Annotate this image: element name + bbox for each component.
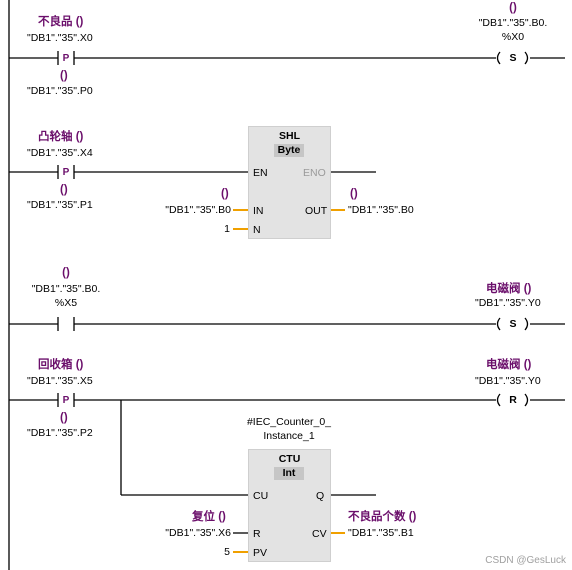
ctu-pin-cu: CU xyxy=(253,490,269,502)
n4-coil-symbol: 电磁阀 () xyxy=(486,359,532,371)
n1-coil-paren: () xyxy=(509,2,517,14)
n3-contact-operand-line2[interactable]: %X5 xyxy=(54,297,78,309)
n4-pv-value[interactable]: 5 xyxy=(224,546,230,558)
shl-pin-out: OUT xyxy=(305,205,328,217)
shl-pin-n: N xyxy=(253,224,261,236)
ctu-instance-line1[interactable]: #IEC_Counter_0_ xyxy=(246,416,332,428)
n4-coil-r-label[interactable]: R xyxy=(509,394,517,406)
n4-contact-p-label[interactable]: P xyxy=(62,395,70,406)
shl-type-badge[interactable]: Byte xyxy=(274,144,304,157)
n4-coil-operand[interactable]: "DB1"."35".Y0 xyxy=(475,375,541,387)
n2-out-operand[interactable]: "DB1"."35".B0 xyxy=(348,204,414,216)
n2-edge-operand[interactable]: "DB1"."35".P1 xyxy=(27,199,93,211)
shl-instruction-box[interactable]: SHL Byte EN ENO IN N OUT xyxy=(248,126,331,239)
n2-n-value[interactable]: 1 xyxy=(224,223,230,235)
ctu-pin-q: Q xyxy=(316,490,325,502)
n2-out-paren: () xyxy=(350,188,358,200)
n2-in-paren: () xyxy=(221,188,229,200)
shl-box-title: SHL xyxy=(279,130,300,142)
n1-edge-operand[interactable]: "DB1"."35".P0 xyxy=(27,85,93,97)
ctu-pin-pv: PV xyxy=(253,547,268,559)
n3-contact-operand-line1[interactable]: "DB1"."35".B0. xyxy=(31,283,101,295)
n2-in-operand[interactable]: "DB1"."35".B0 xyxy=(165,204,231,216)
n4-r-operand[interactable]: "DB1"."35".X6 xyxy=(165,527,231,539)
n1-coil-s-label[interactable]: S xyxy=(509,52,517,64)
n1-contact-symbol: 不良品 () xyxy=(38,16,84,28)
n1-coil-operand-line1[interactable]: "DB1"."35".B0. xyxy=(478,17,548,29)
n1-edge-paren: () xyxy=(60,70,68,82)
n4-contact-symbol: 回收箱 () xyxy=(38,359,84,371)
n4-edge-paren: () xyxy=(60,412,68,424)
ctu-pin-cv: CV xyxy=(312,528,327,540)
n1-coil-operand-line2[interactable]: %X0 xyxy=(501,31,525,43)
shl-pin-en: EN xyxy=(253,167,268,179)
ctu-box-title: CTU xyxy=(278,453,301,465)
ctu-instance-line2[interactable]: Instance_1 xyxy=(263,430,315,442)
n2-contact-operand[interactable]: "DB1"."35".X4 xyxy=(27,147,93,159)
n4-cv-operand[interactable]: "DB1"."35".B1 xyxy=(348,527,414,539)
n3-contact-paren: () xyxy=(62,267,70,279)
shl-pin-in: IN xyxy=(253,205,264,217)
n2-contact-p-label[interactable]: P xyxy=(62,167,70,178)
n1-contact-operand[interactable]: "DB1"."35".X0 xyxy=(27,32,93,44)
n3-coil-operand[interactable]: "DB1"."35".Y0 xyxy=(475,297,541,309)
n2-edge-paren: () xyxy=(60,184,68,196)
n2-contact-symbol: 凸轮轴 () xyxy=(38,131,84,143)
n4-contact-operand[interactable]: "DB1"."35".X5 xyxy=(27,375,93,387)
ctu-type-badge[interactable]: Int xyxy=(274,467,304,480)
ctu-instruction-box[interactable]: CTU Int CU Q R CV PV xyxy=(248,449,331,562)
n1-contact-p-label[interactable]: P xyxy=(62,53,70,64)
n4-edge-operand[interactable]: "DB1"."35".P2 xyxy=(27,427,93,439)
n4-r-symbol: 复位 () xyxy=(192,511,226,523)
watermark-text: CSDN @GesLuck xyxy=(485,555,566,566)
ctu-pin-r: R xyxy=(253,528,261,540)
n4-cv-symbol: 不良品个数 () xyxy=(348,511,417,523)
shl-pin-eno: ENO xyxy=(303,167,326,179)
n3-coil-symbol: 电磁阀 () xyxy=(486,283,532,295)
n3-coil-s-label[interactable]: S xyxy=(509,318,517,330)
